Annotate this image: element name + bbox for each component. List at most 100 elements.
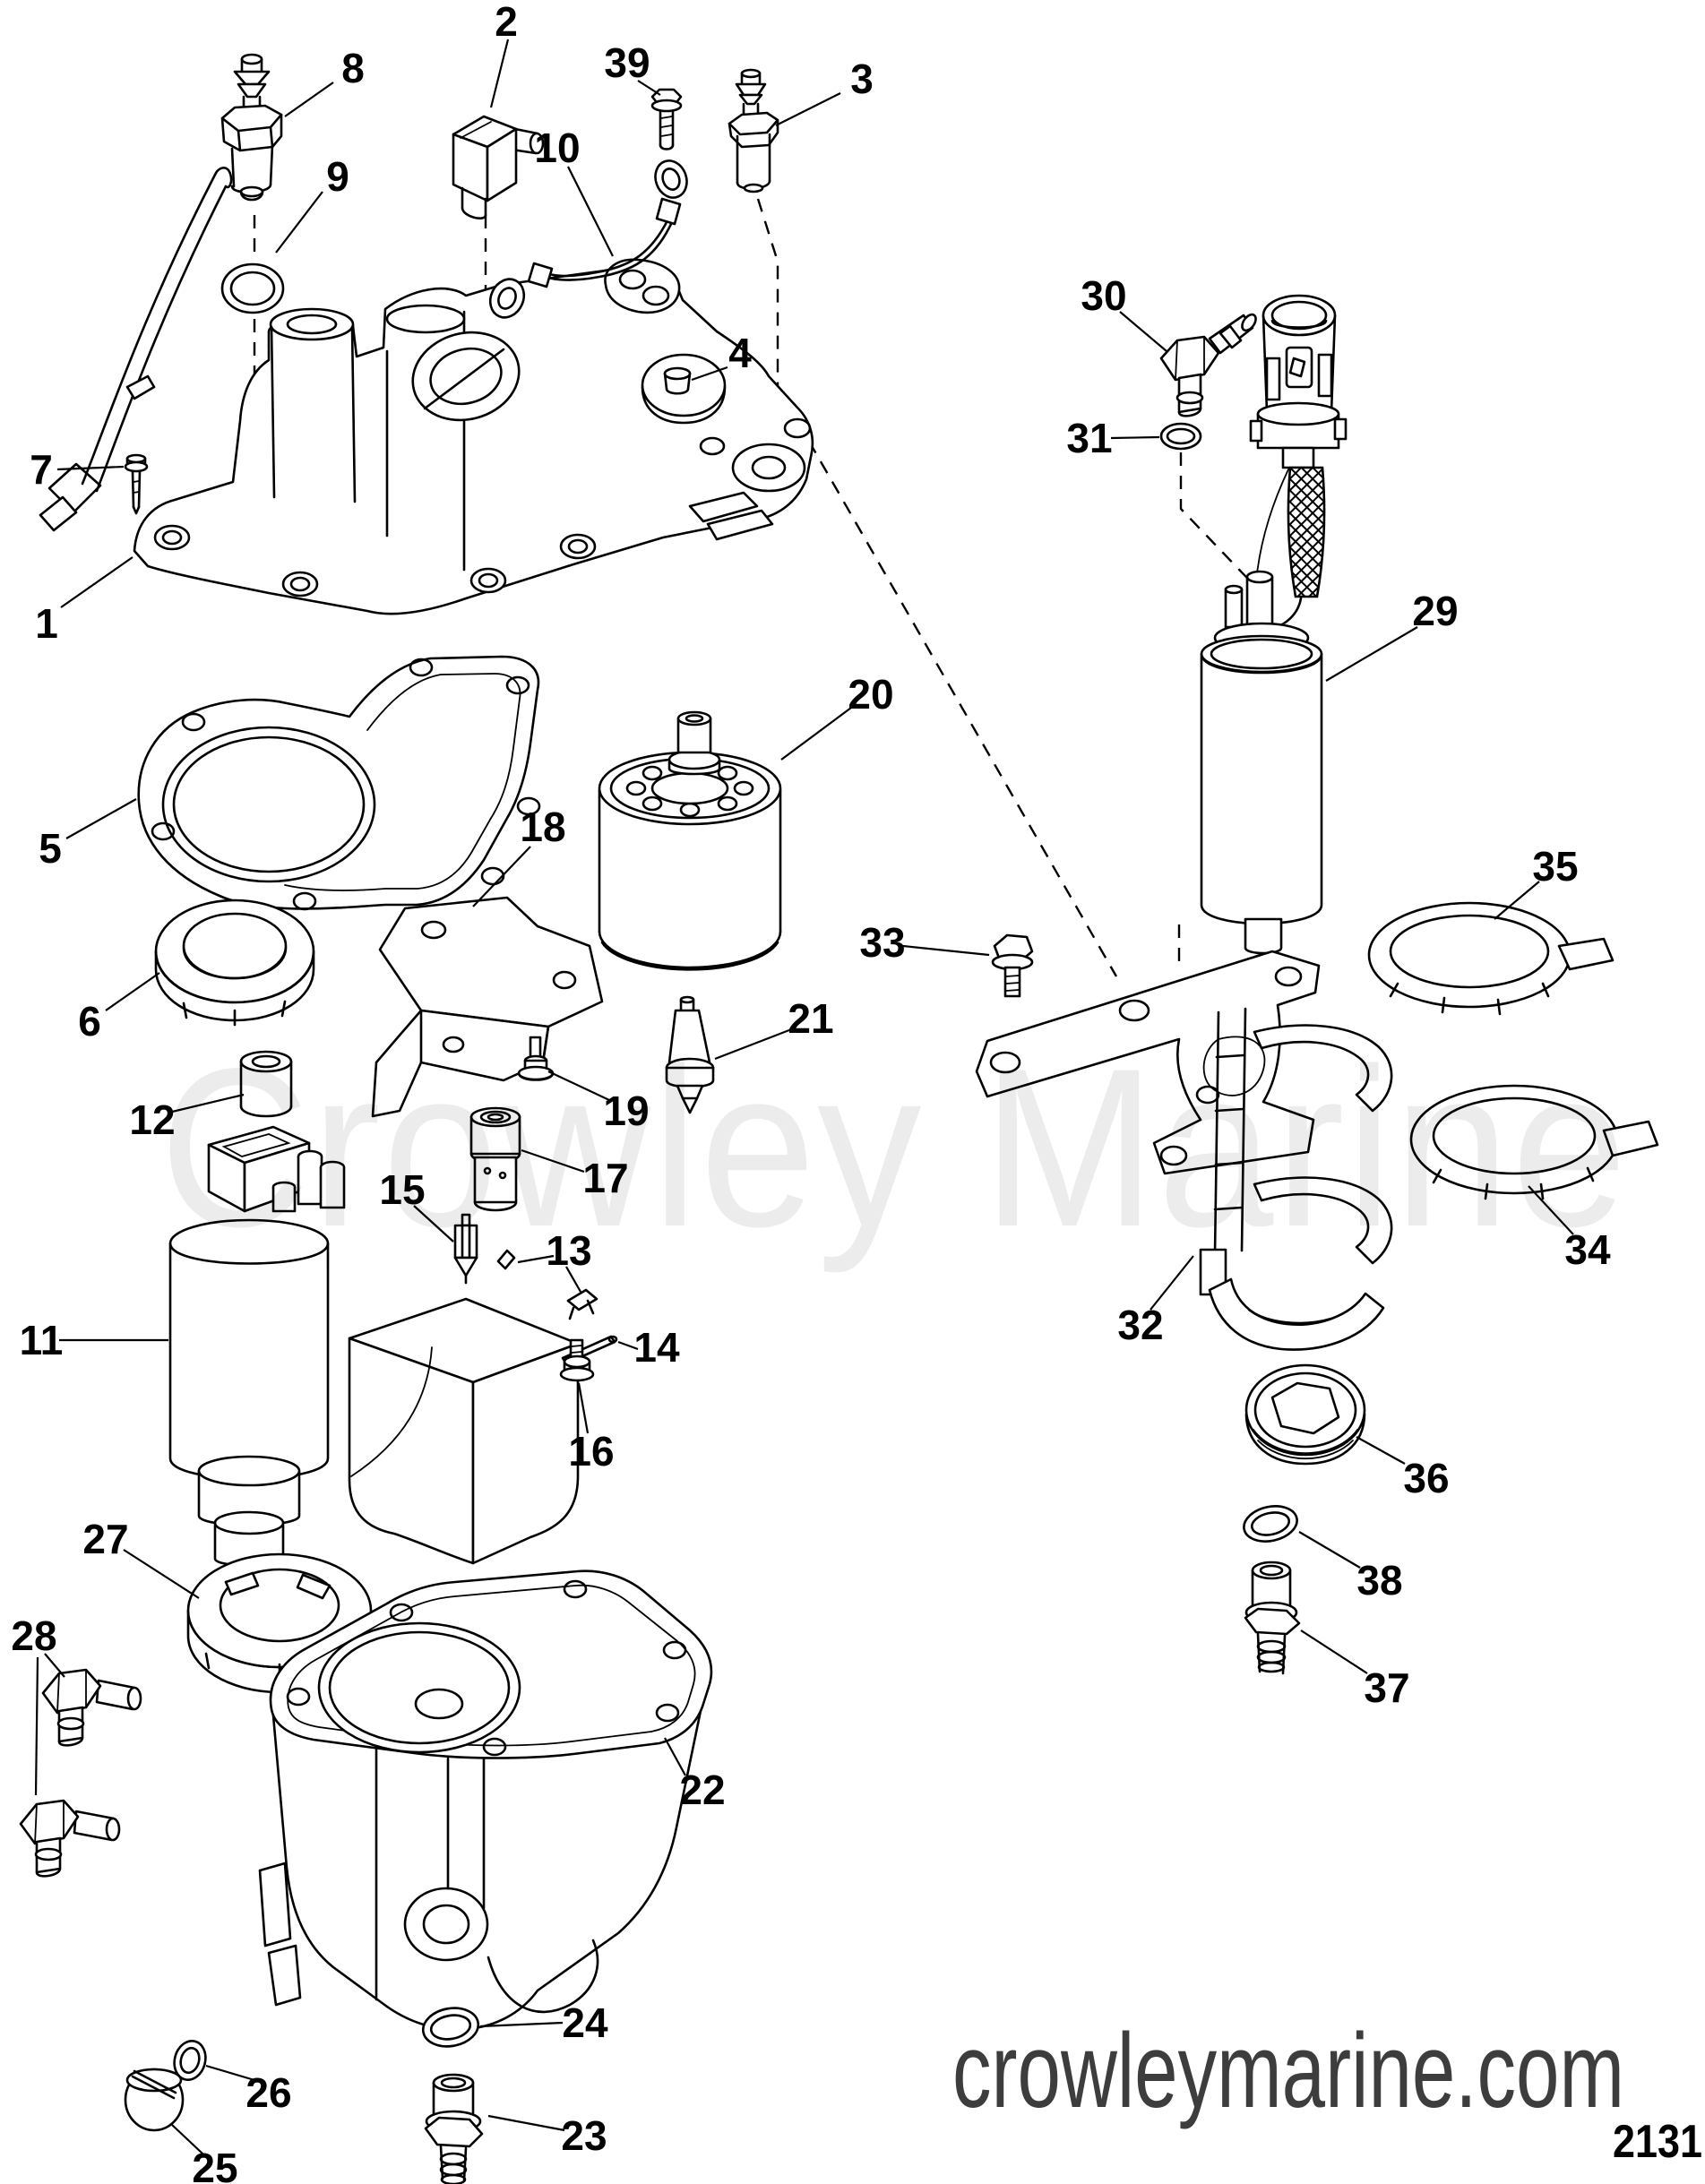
leader-line-3 — [775, 92, 841, 126]
part-6-lock-ring — [154, 899, 315, 1027]
callout-labels: 1234567891011121314151617181920212223242… — [11, 0, 1611, 2184]
leader-line-29 — [1325, 626, 1418, 682]
part-28-elbow-fittings — [19, 1668, 142, 1878]
part-38-o-ring — [1243, 1505, 1298, 1543]
leader-line-31 — [1110, 435, 1160, 440]
callout-38: 38 — [1356, 1557, 1402, 1604]
leader-line-21 — [714, 1027, 795, 1061]
leader-line-39 — [637, 80, 661, 96]
leader-line-27 — [123, 1549, 200, 1599]
leader-line-17 — [521, 1148, 585, 1174]
part-32-pump-holder-bracket — [975, 950, 1393, 1351]
part-25-slotted-plug — [124, 2068, 185, 2132]
callout-17: 17 — [582, 1155, 628, 1201]
part-22-reservoir-bowl — [258, 1569, 713, 2032]
leader-line-2 — [489, 39, 510, 108]
leader-line-37 — [1300, 1629, 1368, 1674]
callout-29: 29 — [1412, 588, 1458, 634]
leader-line-25 — [171, 2124, 203, 2154]
part-7-screw — [124, 453, 149, 515]
callout-23: 23 — [561, 2112, 607, 2159]
leader-line-26 — [205, 2064, 255, 2082]
leader-line-16 — [577, 1382, 590, 1434]
callout-18: 18 — [520, 804, 565, 850]
part-3-sensor-fitting — [728, 68, 779, 193]
leader-line-7 — [56, 465, 125, 471]
leader-line-15 — [413, 1205, 454, 1242]
leader-line-9 — [275, 191, 323, 254]
callout-3: 3 — [850, 56, 874, 102]
callout-10: 10 — [534, 125, 580, 171]
leader-line-28 — [34, 1656, 39, 1796]
leader-line-1 — [60, 556, 133, 608]
part-26-o-ring — [173, 2039, 207, 2082]
part-24-o-ring — [421, 2007, 480, 2048]
float-cover — [348, 1297, 580, 1565]
callout-22: 22 — [679, 1767, 725, 1813]
part-15-needle-valve — [453, 1213, 478, 1285]
leader-line-28 — [44, 1653, 65, 1678]
part-30-elbow-fitting — [1159, 313, 1257, 417]
part-34-clamp — [1409, 1084, 1659, 1200]
leader-line-24 — [479, 2021, 564, 2028]
leader-line-35 — [1494, 881, 1540, 920]
callout-7: 7 — [30, 446, 53, 493]
leader-line-14 — [617, 1340, 639, 1351]
callout-13: 13 — [546, 1227, 591, 1274]
leader-line-32 — [1150, 1255, 1194, 1311]
leader-line-6 — [105, 972, 160, 1011]
callout-31: 31 — [1066, 415, 1112, 461]
leader-line-34 — [1528, 1185, 1574, 1235]
callout-1: 1 — [35, 600, 58, 647]
part-37-fitting — [1244, 1561, 1301, 1675]
leader-line-8 — [284, 82, 334, 117]
callout-9: 9 — [326, 153, 349, 200]
part-20-fuel-filter — [598, 710, 782, 971]
leader-line-38 — [1298, 1531, 1361, 1569]
callout-leader-lines — [34, 39, 1574, 2154]
leader-line-33 — [902, 944, 990, 957]
callout-5: 5 — [39, 825, 62, 872]
leader-line-30 — [1119, 311, 1167, 352]
leader-line-4 — [691, 365, 728, 382]
callout-26: 26 — [245, 2069, 291, 2116]
part-12-spacer — [239, 1050, 293, 1118]
callout-15: 15 — [379, 1166, 425, 1213]
callout-12: 12 — [129, 1096, 175, 1143]
part-21-sensor-float — [665, 995, 715, 1114]
part-36-hex-plug — [1244, 1363, 1366, 1466]
page-number: 2131 — [1613, 2116, 1702, 2168]
callout-28: 28 — [11, 1612, 56, 1659]
callout-37: 37 — [1364, 1664, 1409, 1711]
callout-36: 36 — [1403, 1455, 1449, 1501]
part-17-check-valve — [469, 1106, 521, 1212]
callout-14: 14 — [633, 1324, 680, 1371]
leader-line-18 — [472, 846, 531, 907]
part-23-fitting — [424, 2073, 484, 2184]
callout-25: 25 — [192, 2145, 237, 2184]
part-10-ground-wire-lead — [488, 159, 688, 319]
watermark-text: Crowley Marine — [159, 1022, 1629, 1274]
callout-27: 27 — [82, 1516, 128, 1562]
part-9-o-ring — [220, 262, 285, 314]
website-text: crowleymarine.com — [952, 2012, 1624, 2130]
callout-24: 24 — [562, 1999, 608, 2046]
part-31-o-ring — [1159, 422, 1202, 451]
leader-line-12 — [168, 1093, 245, 1114]
callout-33: 33 — [859, 919, 905, 966]
part-4-plug — [663, 366, 692, 395]
part-16-screw — [559, 1338, 595, 1382]
callout-35: 35 — [1532, 843, 1578, 890]
leader-line-23 — [487, 2114, 565, 2132]
callout-30: 30 — [1081, 272, 1126, 319]
part-33-bolt — [991, 933, 1034, 998]
leader-line-10 — [567, 166, 614, 257]
callout-8: 8 — [341, 45, 365, 91]
part-1-manifold-adapter-plate — [39, 167, 814, 615]
leader-line-22 — [664, 1737, 686, 1776]
leader-line-13 — [565, 1266, 581, 1293]
part-8-barb-fitting — [220, 53, 283, 202]
leader-line-13 — [517, 1254, 555, 1264]
callout-16: 16 — [568, 1428, 614, 1475]
